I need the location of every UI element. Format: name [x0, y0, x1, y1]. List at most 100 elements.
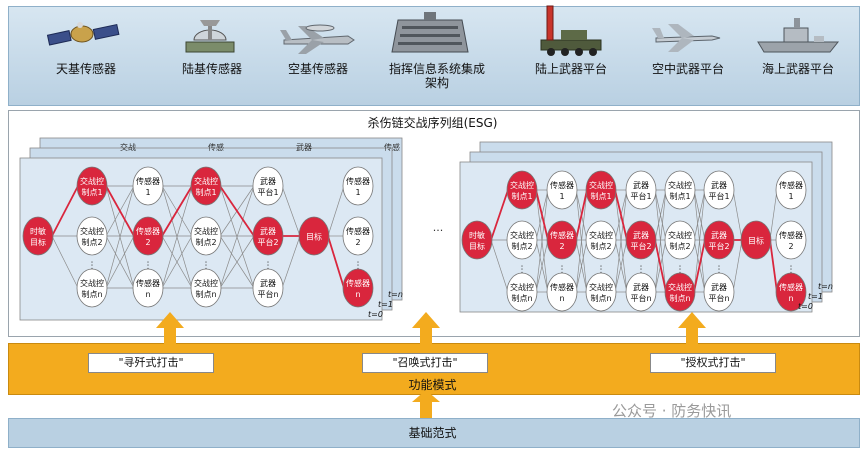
kill-chain-path	[654, 239, 667, 293]
esg-title: 杀伤链交战序列组(ESG)	[367, 116, 498, 130]
chain-edge	[693, 189, 706, 241]
vertical-ellipsis: ⋮	[787, 265, 796, 275]
time-label: t=0	[798, 302, 813, 311]
svg-text:传感器: 传感器	[550, 180, 574, 190]
chain-edge	[219, 185, 255, 289]
svg-text:平台1: 平台1	[630, 191, 651, 201]
svg-text:交战控: 交战控	[589, 282, 613, 292]
svg-text:交战控: 交战控	[668, 230, 692, 240]
svg-text:2: 2	[788, 242, 793, 251]
svg-text:传感器: 传感器	[136, 278, 160, 288]
svg-text:制点2: 制点2	[195, 237, 216, 247]
svg-text:制点1: 制点1	[511, 191, 532, 201]
up-arrow-icon	[678, 312, 706, 346]
mode-seek-destroy: "寻歼式打击"	[88, 353, 214, 373]
back-layer-text: 传感	[208, 142, 224, 152]
time-label: t=1	[378, 300, 393, 309]
chain-edge	[732, 239, 743, 293]
svg-text:目标: 目标	[30, 237, 46, 247]
svg-text:平台1: 平台1	[257, 187, 278, 197]
svg-text:交战控: 交战控	[510, 180, 534, 190]
chain-edge	[769, 189, 778, 241]
svg-text:制点1: 制点1	[81, 187, 102, 197]
vertical-ellipsis: ⋮	[354, 261, 363, 271]
sea-weapon-label: 海上武器平台	[761, 62, 835, 76]
svg-text:交战控: 交战控	[510, 230, 534, 240]
chain-edge	[51, 235, 79, 289]
svg-text:2: 2	[145, 238, 150, 247]
svg-text:平台n: 平台n	[257, 289, 278, 299]
chain-edge	[281, 185, 301, 237]
svg-text:制点2: 制点2	[81, 237, 102, 247]
chain-node: 目标	[740, 220, 772, 260]
svg-text:武器: 武器	[260, 278, 276, 288]
svg-text:制点2: 制点2	[511, 241, 532, 251]
watermark: 公众号 · 防务快讯	[612, 402, 732, 420]
up-arrow-icon	[156, 312, 184, 346]
svg-text:目标: 目标	[469, 241, 485, 251]
svg-text:制点2: 制点2	[590, 241, 611, 251]
chain-edge	[575, 239, 588, 293]
svg-text:交战控: 交战控	[194, 176, 218, 186]
svg-text:平台n: 平台n	[708, 293, 729, 303]
chain-edge	[575, 189, 588, 293]
svg-text:平台2: 平台2	[630, 241, 651, 251]
svg-text:交战控: 交战控	[80, 226, 104, 236]
svg-text:目标: 目标	[748, 236, 764, 246]
chain-edge	[327, 185, 345, 237]
svg-text:平台2: 平台2	[708, 241, 729, 251]
vertical-ellipsis: ⋮	[637, 265, 646, 275]
svg-text:时敏: 时敏	[469, 230, 485, 240]
svg-text:平台2: 平台2	[257, 237, 278, 247]
mode-authorized-strike: "授权式打击"	[650, 353, 776, 373]
kill-chain-path	[327, 235, 345, 289]
kill-chain-path	[614, 189, 628, 241]
svg-text:武器: 武器	[711, 230, 727, 240]
svg-text:传感器: 传感器	[779, 282, 803, 292]
time-label: t=1	[808, 292, 823, 301]
back-layer-text: 交战	[120, 142, 136, 152]
kill-chain-path	[161, 185, 193, 237]
kill-chain-path	[51, 185, 79, 237]
base-paradigm-label: 基础范式	[408, 426, 457, 440]
missile-launcher-icon	[540, 5, 602, 56]
vertical-ellipsis: ⋮	[144, 261, 153, 271]
svg-text:传感器: 传感器	[550, 230, 574, 240]
svg-text:交战控: 交战控	[194, 278, 218, 288]
awacs-aircraft-icon	[280, 24, 355, 54]
svg-text:制点n: 制点n	[511, 293, 532, 303]
svg-text:n: n	[559, 294, 564, 303]
time-label: t=0	[368, 310, 383, 319]
vertical-ellipsis: ⋮	[558, 265, 567, 275]
svg-text:武器: 武器	[260, 226, 276, 236]
svg-text:交战控: 交战控	[194, 226, 218, 236]
chain-edge	[535, 189, 549, 293]
svg-text:制点2: 制点2	[669, 241, 690, 251]
chain-edge	[732, 189, 743, 241]
top-icons	[46, 5, 840, 56]
svg-text:武器: 武器	[633, 230, 649, 240]
